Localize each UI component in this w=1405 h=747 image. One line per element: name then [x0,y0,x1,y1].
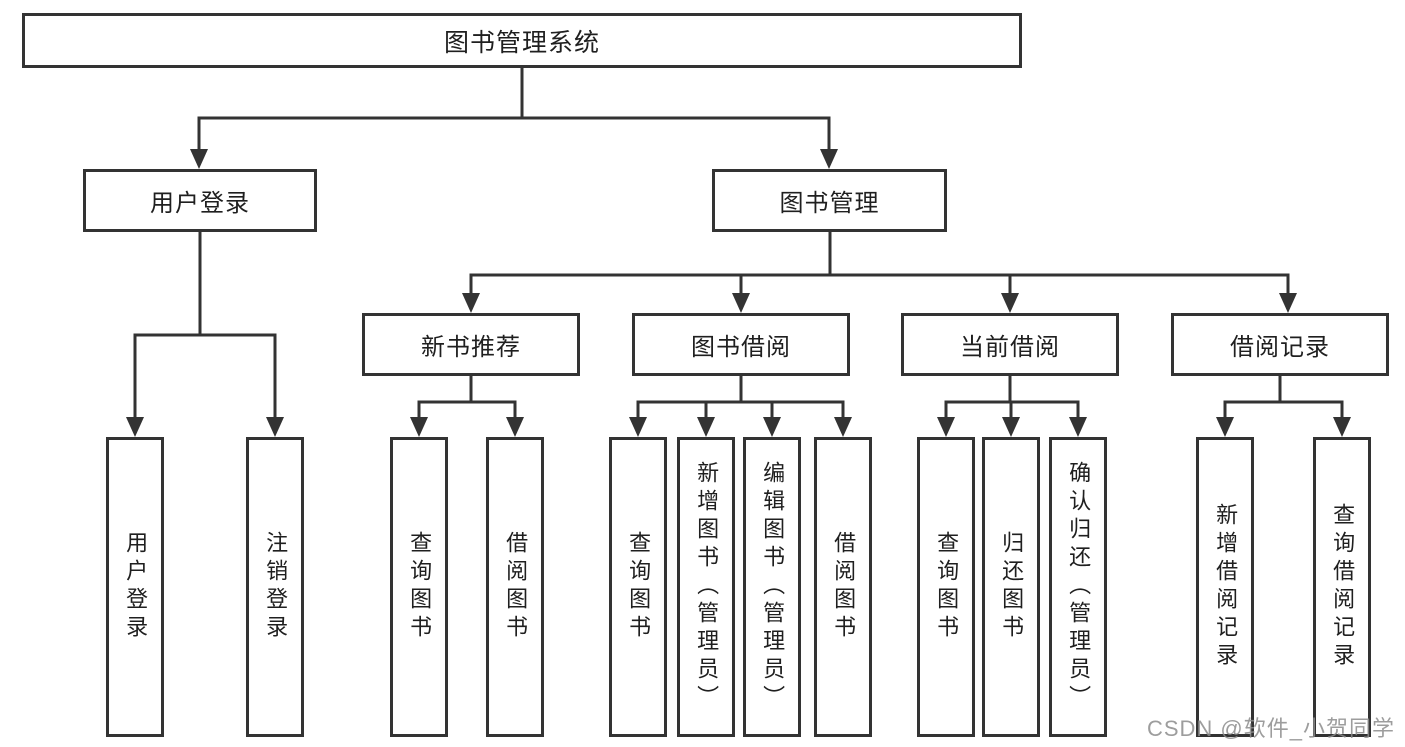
leaf-nb-borrow-book: 借阅图书 [486,437,544,737]
leaf-bb-query-book: 查询图书 [609,437,667,737]
node-root-label: 图书管理系统 [443,28,600,57]
node-root: 图书管理系统 [22,13,1022,68]
leaf-nb-query-book-label: 查询图书 [407,531,433,643]
node-book-borrow-label: 图书借阅 [691,334,791,361]
node-user-login-label: 用户登录 [150,190,250,217]
watermark: CSDN @软件_小贺同学 [1146,716,1395,741]
leaf-cb-return-book-label: 归还图书 [999,531,1025,643]
node-borrow-record-label: 借阅记录 [1230,334,1330,361]
node-current-borrow-label: 当前借阅 [960,334,1060,361]
leaf-cb-confirm-return-label: 确认归还（管理员） [1066,461,1092,713]
leaf-bb-borrow-book: 借阅图书 [814,437,872,737]
leaf-bb-edit-book-label: 编辑图书（管理员） [760,461,786,713]
leaf-nb-query-book: 查询图书 [390,437,448,737]
leaf-logout: 注销登录 [246,437,304,737]
leaf-cb-return-book: 归还图书 [982,437,1040,737]
leaf-bb-edit-book: 编辑图书（管理员） [743,437,801,737]
leaf-bb-add-book-label: 新增图书（管理员） [694,461,720,713]
node-current-borrow: 当前借阅 [901,313,1119,376]
leaf-user-login: 用户登录 [106,437,164,737]
leaf-logout-label: 注销登录 [263,531,289,643]
node-user-login: 用户登录 [83,169,317,232]
leaf-br-query-record: 查询借阅记录 [1313,437,1371,737]
node-new-book-recommend-label: 新书推荐 [421,334,521,361]
leaf-cb-confirm-return: 确认归还（管理员） [1049,437,1107,737]
leaf-bb-add-book: 新增图书（管理员） [677,437,735,737]
leaf-br-query-record-label: 查询借阅记录 [1330,503,1356,671]
leaf-user-login-label: 用户登录 [123,531,149,643]
node-book-management: 图书管理 [712,169,947,232]
node-new-book-recommend: 新书推荐 [362,313,580,376]
leaf-nb-borrow-book-label: 借阅图书 [503,531,529,643]
leaf-br-add-record: 新增借阅记录 [1196,437,1254,737]
node-book-borrow: 图书借阅 [632,313,850,376]
node-borrow-record: 借阅记录 [1171,313,1389,376]
leaf-bb-borrow-book-label: 借阅图书 [831,531,857,643]
leaf-br-add-record-label: 新增借阅记录 [1213,503,1239,671]
leaf-cb-query-book-label: 查询图书 [934,531,960,643]
leaf-cb-query-book: 查询图书 [917,437,975,737]
leaf-bb-query-book-label: 查询图书 [626,531,652,643]
node-book-management-label: 图书管理 [779,190,880,217]
